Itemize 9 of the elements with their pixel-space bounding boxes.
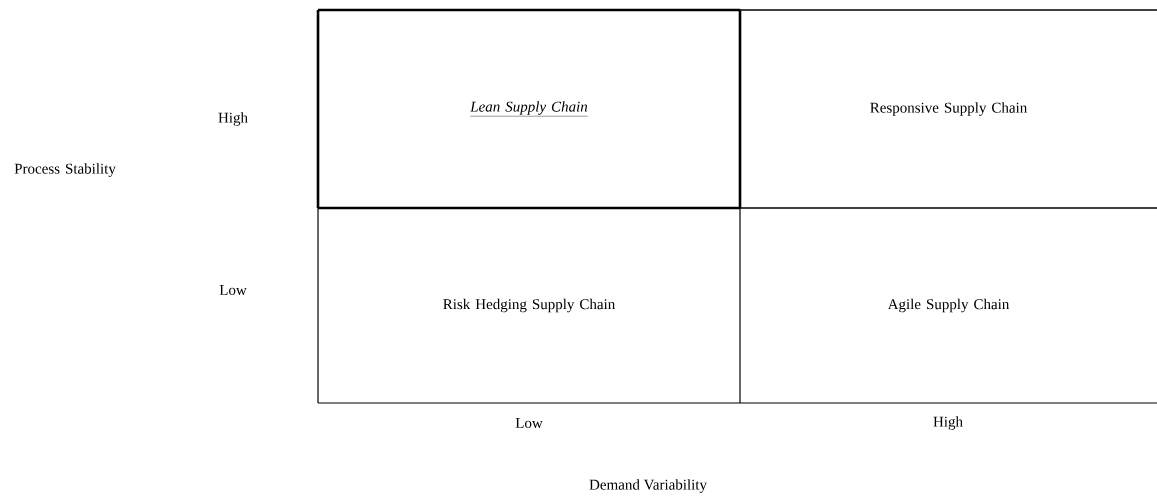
matrix-cell: Responsive Supply Chain: [739, 9, 1157, 209]
matrix-cell: Risk Hedging Supply Chain: [317, 207, 741, 404]
axis-title: Demand Variability: [589, 479, 707, 493]
axis-tick-label: High: [218, 112, 248, 126]
axis-tick-label: Low: [515, 418, 543, 428]
matrix-cell: Agile Supply Chain: [739, 298, 1157, 404]
axis-title: Process Stability: [14, 163, 116, 177]
matrix-cell: Lean Supply Chain: [316, 8, 742, 210]
axis-tick-label: Low: [219, 285, 247, 295]
